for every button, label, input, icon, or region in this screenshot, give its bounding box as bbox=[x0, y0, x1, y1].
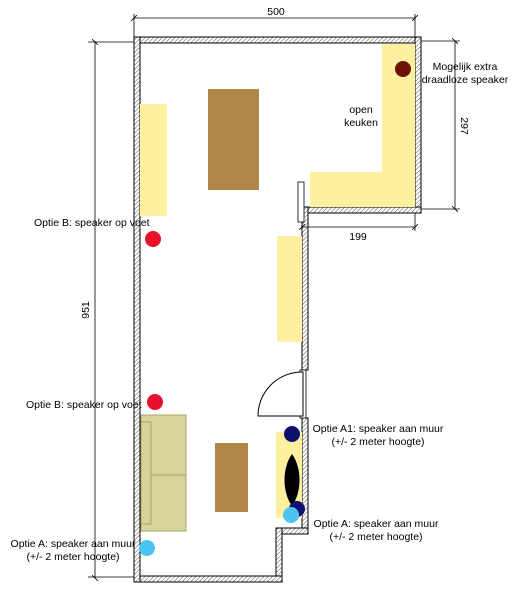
speaker-option-b-upper[interactable] bbox=[145, 231, 161, 247]
wall-bottom bbox=[133, 575, 283, 583]
dimension-kitchen-width: 199 bbox=[302, 213, 415, 243]
label-option-a1: Optie A1: speaker aan muur (+/- 2 meter … bbox=[313, 423, 444, 448]
speaker-extra-wireless[interactable] bbox=[395, 61, 411, 77]
speakers bbox=[139, 61, 411, 556]
tables bbox=[208, 89, 259, 512]
speaker-option-a1-upper[interactable] bbox=[284, 426, 300, 442]
dimension-top: 500 bbox=[134, 6, 415, 37]
right-cabinet bbox=[277, 236, 302, 342]
svg-text:Mogelijk extra: Mogelijk extra bbox=[433, 61, 498, 73]
wall-top bbox=[133, 36, 422, 44]
wall-kitchen-bottom bbox=[301, 206, 422, 214]
dim-500: 500 bbox=[267, 6, 285, 18]
svg-text:open: open bbox=[349, 104, 373, 116]
sofa bbox=[140, 414, 187, 532]
label-option-a-left: Optie A: speaker aan muur (+/- 2 meter h… bbox=[11, 538, 136, 563]
wall-notch-side bbox=[275, 527, 283, 583]
wall-right-upper bbox=[301, 206, 309, 371]
coffee-table bbox=[215, 443, 248, 512]
dimension-left: 951 bbox=[80, 42, 134, 578]
dim-199: 199 bbox=[349, 231, 367, 243]
label-option-b-upper: Optie B: speaker op voet bbox=[34, 217, 150, 229]
label-extra-speaker: Mogelijk extra draadloze speaker bbox=[422, 61, 509, 86]
dim-297: 297 bbox=[458, 117, 470, 135]
svg-text:(+/- 2 meter hoogte): (+/- 2 meter hoogte) bbox=[331, 436, 424, 448]
label-option-a-right: Optie A: speaker aan muur (+/- 2 meter h… bbox=[314, 518, 439, 543]
kitchen-counter bbox=[310, 44, 415, 207]
cabinets bbox=[140, 44, 415, 518]
sofa-back bbox=[140, 421, 152, 525]
svg-text:Optie A: speaker aan muur: Optie A: speaker aan muur bbox=[314, 518, 439, 530]
wall-left bbox=[133, 36, 141, 583]
svg-text:(+/- 2 meter hoogte): (+/- 2 meter hoogte) bbox=[329, 531, 422, 543]
svg-text:Optie A: speaker aan muur: Optie A: speaker aan muur bbox=[11, 538, 136, 550]
svg-text:keuken: keuken bbox=[344, 117, 378, 129]
speaker-option-a-left[interactable] bbox=[139, 540, 155, 556]
left-cabinet bbox=[140, 104, 167, 216]
wall-right-lower bbox=[301, 417, 309, 535]
label-option-b-lower: Optie B: speaker op voet bbox=[26, 399, 142, 411]
tv-icon bbox=[284, 454, 300, 506]
dimension-kitchen-height: 297 bbox=[421, 41, 470, 209]
svg-text:(+/- 2 meter hoogte): (+/- 2 meter hoogte) bbox=[26, 551, 119, 563]
speaker-option-b-lower[interactable] bbox=[147, 394, 163, 410]
dining-table bbox=[208, 89, 259, 190]
speaker-option-a-right[interactable] bbox=[283, 507, 299, 523]
door-swing[interactable] bbox=[257, 371, 304, 417]
wall-kitchen-right bbox=[414, 36, 422, 208]
wall-stub bbox=[297, 181, 305, 223]
svg-text:Optie A1: speaker aan muur: Optie A1: speaker aan muur bbox=[313, 423, 444, 435]
label-kitchen: open keuken bbox=[344, 104, 378, 129]
svg-text:draadloze speaker: draadloze speaker bbox=[422, 74, 509, 86]
dim-951: 951 bbox=[80, 301, 92, 319]
walls bbox=[133, 36, 422, 583]
